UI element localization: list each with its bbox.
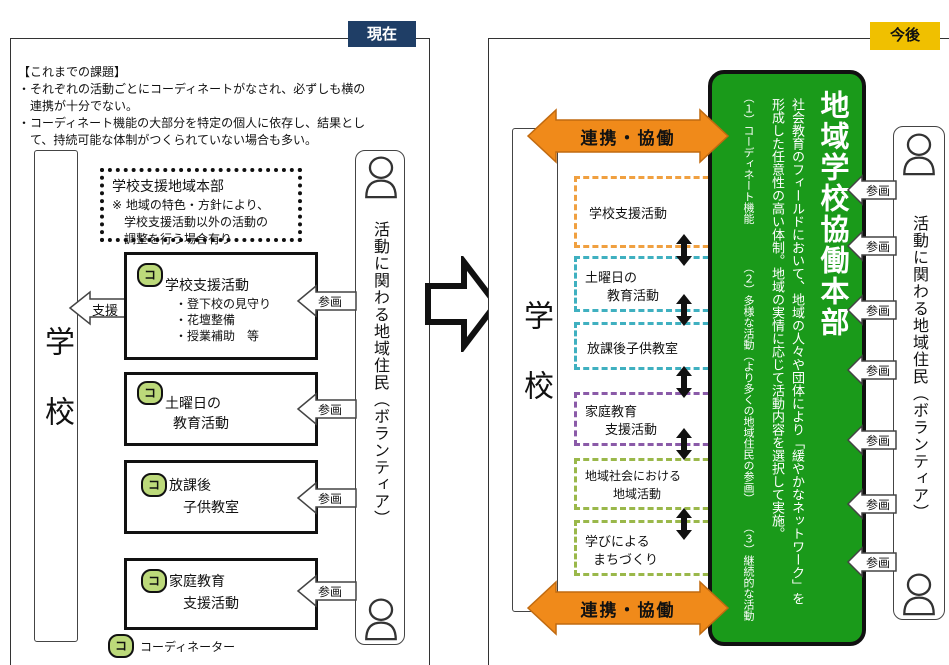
hq-note: ※ 地域の特色・方針により、	[112, 198, 270, 212]
activity-box: コ 土曜日の 教育活動	[124, 372, 318, 446]
hq-panel	[708, 70, 866, 646]
participate-label: 参画	[318, 492, 343, 506]
participate-label: 参画	[866, 184, 891, 198]
current-tag: 現在	[348, 21, 416, 47]
residents-label-right: 活動に関わる地域住民（ボランティア）	[910, 215, 929, 521]
hq-title: 学校支援地域本部	[112, 179, 224, 195]
activity-box: コ 放課後 子供教室	[124, 460, 318, 534]
link-arrow-bottom-icon	[526, 580, 730, 636]
coordinator-badge: コ	[137, 381, 163, 405]
link-arrow-bottom: 連携・協働	[526, 580, 730, 636]
school-box-right: 学校	[512, 128, 558, 612]
coordinator-badge: コ	[141, 473, 167, 497]
activity-item: ・登下校の見守り	[175, 297, 272, 311]
activity-box: 学校支援活動	[574, 176, 718, 248]
activity-box: 家庭教育 支援活動	[574, 392, 718, 446]
transition-arrow-icon	[425, 256, 500, 352]
residents-label: 活動に関わる地域住民（ボランティア）	[371, 221, 390, 527]
hq-desc: 形成した任意性の高い体制。地域の実情に応じて活動内容を選択して実施。	[769, 98, 784, 540]
participate-label: 参画	[866, 304, 891, 318]
hq-function: （２）多様な活動（より多くの地域住民の参画）	[742, 262, 755, 504]
link-arrow-top: 連携・協働	[526, 108, 730, 164]
school-label-right: 学校	[518, 300, 553, 440]
activity-title: 放課後	[169, 478, 211, 494]
issue-line: 連携が十分でない。	[18, 99, 139, 113]
activity-label: 教育活動	[607, 289, 660, 304]
activity-box: 放課後子供教室	[574, 322, 718, 370]
issues-text: 【これまでの課題】 ・それぞれの活動ごとにコーディネートがなされ、必ずしも横の …	[18, 64, 418, 149]
participate-label: 参画	[866, 434, 891, 448]
participate-label: 参画	[318, 585, 343, 599]
coordinator-badge: コ	[137, 263, 163, 287]
issue-line: ・コーディネート機能の大部分を特定の個人に依存し、結果とし	[18, 116, 366, 130]
activity-item: ・授業補助 等	[175, 329, 260, 343]
activity-box: 学びによる まちづくり	[574, 520, 718, 576]
activity-title: 土曜日の	[165, 396, 221, 412]
hq-title-right: 地域学校協働本部	[816, 90, 850, 338]
activity-label: 放課後子供教室	[587, 342, 679, 357]
school-box: 学校	[34, 150, 78, 642]
participate-label: 参画	[866, 498, 891, 512]
participate-label: 参画	[318, 403, 343, 417]
school-label: 学校	[39, 326, 74, 466]
future-tag: 今後	[870, 22, 940, 50]
activity-title-line: 教育活動	[173, 416, 229, 432]
residents-box: 活動に関わる地域住民（ボランティア）	[355, 150, 405, 645]
link-arrow-top-icon	[526, 108, 730, 164]
residents-box-right: 活動に関わる地域住民（ボランティア）	[893, 126, 945, 620]
hq-box: 学校支援地域本部 ※ 地域の特色・方針により、 学校支援活動以外の活動の 調整を…	[100, 168, 302, 246]
participate-arrow-icon	[296, 284, 357, 318]
link-arrows-icon	[676, 234, 692, 540]
participate-label: 参画	[866, 364, 891, 378]
participate-label: 参画	[318, 295, 343, 309]
hq-function: （１）コーディネート機能	[742, 92, 755, 224]
participate-label: 参画	[866, 240, 891, 254]
participate-arrow-icon	[846, 488, 897, 520]
hq-note: 学校支援活動以外の活動の	[112, 215, 269, 229]
participate-arrow-icon	[296, 392, 357, 426]
activity-label: 土曜日の	[585, 271, 638, 286]
resident-avatar-icon	[900, 570, 938, 616]
activity-box: コ 家庭教育 支援活動	[124, 558, 318, 630]
coordinator-badge: コ	[141, 569, 167, 593]
resident-avatar-icon	[900, 130, 938, 176]
participate-label: 参画	[866, 556, 891, 570]
activity-label: 地域社会における	[585, 469, 682, 483]
participate-arrow-icon	[846, 424, 897, 456]
hq-function: （３）継続的な活動	[742, 522, 755, 621]
activity-label: 地域活動	[613, 487, 662, 501]
activity-label: 家庭教育	[585, 405, 638, 420]
activity-title-line: 支援活動	[183, 596, 239, 612]
activity-label: まちづくり	[593, 553, 659, 568]
hq-desc: 社会教育のフィールドにおいて、地域の人々や団体により「緩やかなネットワーク」を	[789, 98, 804, 605]
participate-arrow-icon	[296, 481, 357, 515]
activity-item: ・花壇整備	[175, 313, 236, 327]
activity-title-line: 子供教室	[183, 500, 239, 516]
participate-arrow-icon	[846, 294, 897, 326]
participate-arrow-icon	[296, 574, 357, 608]
legend-badge: コ	[108, 634, 134, 658]
hq-note: 調整を行う場合有り	[112, 232, 233, 246]
participate-arrow-icon	[846, 174, 897, 206]
link-label-bottom: 連携・協働	[580, 600, 676, 621]
resident-avatar-icon	[362, 595, 400, 641]
support-label: 支援	[92, 304, 119, 319]
link-label-top: 連携・協働	[580, 128, 676, 149]
activity-box: 土曜日の 教育活動	[574, 256, 718, 312]
activity-title: 家庭教育	[169, 574, 225, 590]
issue-line: ・それぞれの活動ごとにコーディネートがなされ、必ずしも横の	[18, 82, 366, 96]
activity-label: 支援活動	[605, 423, 658, 438]
activity-title: 学校支援活動	[165, 278, 249, 294]
issues-title: 【これまでの課題】	[18, 65, 127, 79]
participate-arrow-icon	[846, 230, 897, 262]
activity-label: 学びによる	[585, 535, 650, 550]
activity-box: 地域社会における 地域活動	[574, 458, 718, 510]
issue-line: て、持続可能な体制がつくられていない場合も多い。	[18, 133, 318, 147]
activity-label: 学校支援活動	[589, 207, 668, 222]
legend-label: コーディネーター	[140, 640, 236, 654]
participate-arrow-icon	[846, 546, 897, 578]
resident-avatar-icon	[362, 153, 400, 199]
participate-arrow-icon	[846, 354, 897, 386]
activity-box: コ 学校支援活動 ・登下校の見守り ・花壇整備 ・授業補助 等	[124, 252, 318, 360]
